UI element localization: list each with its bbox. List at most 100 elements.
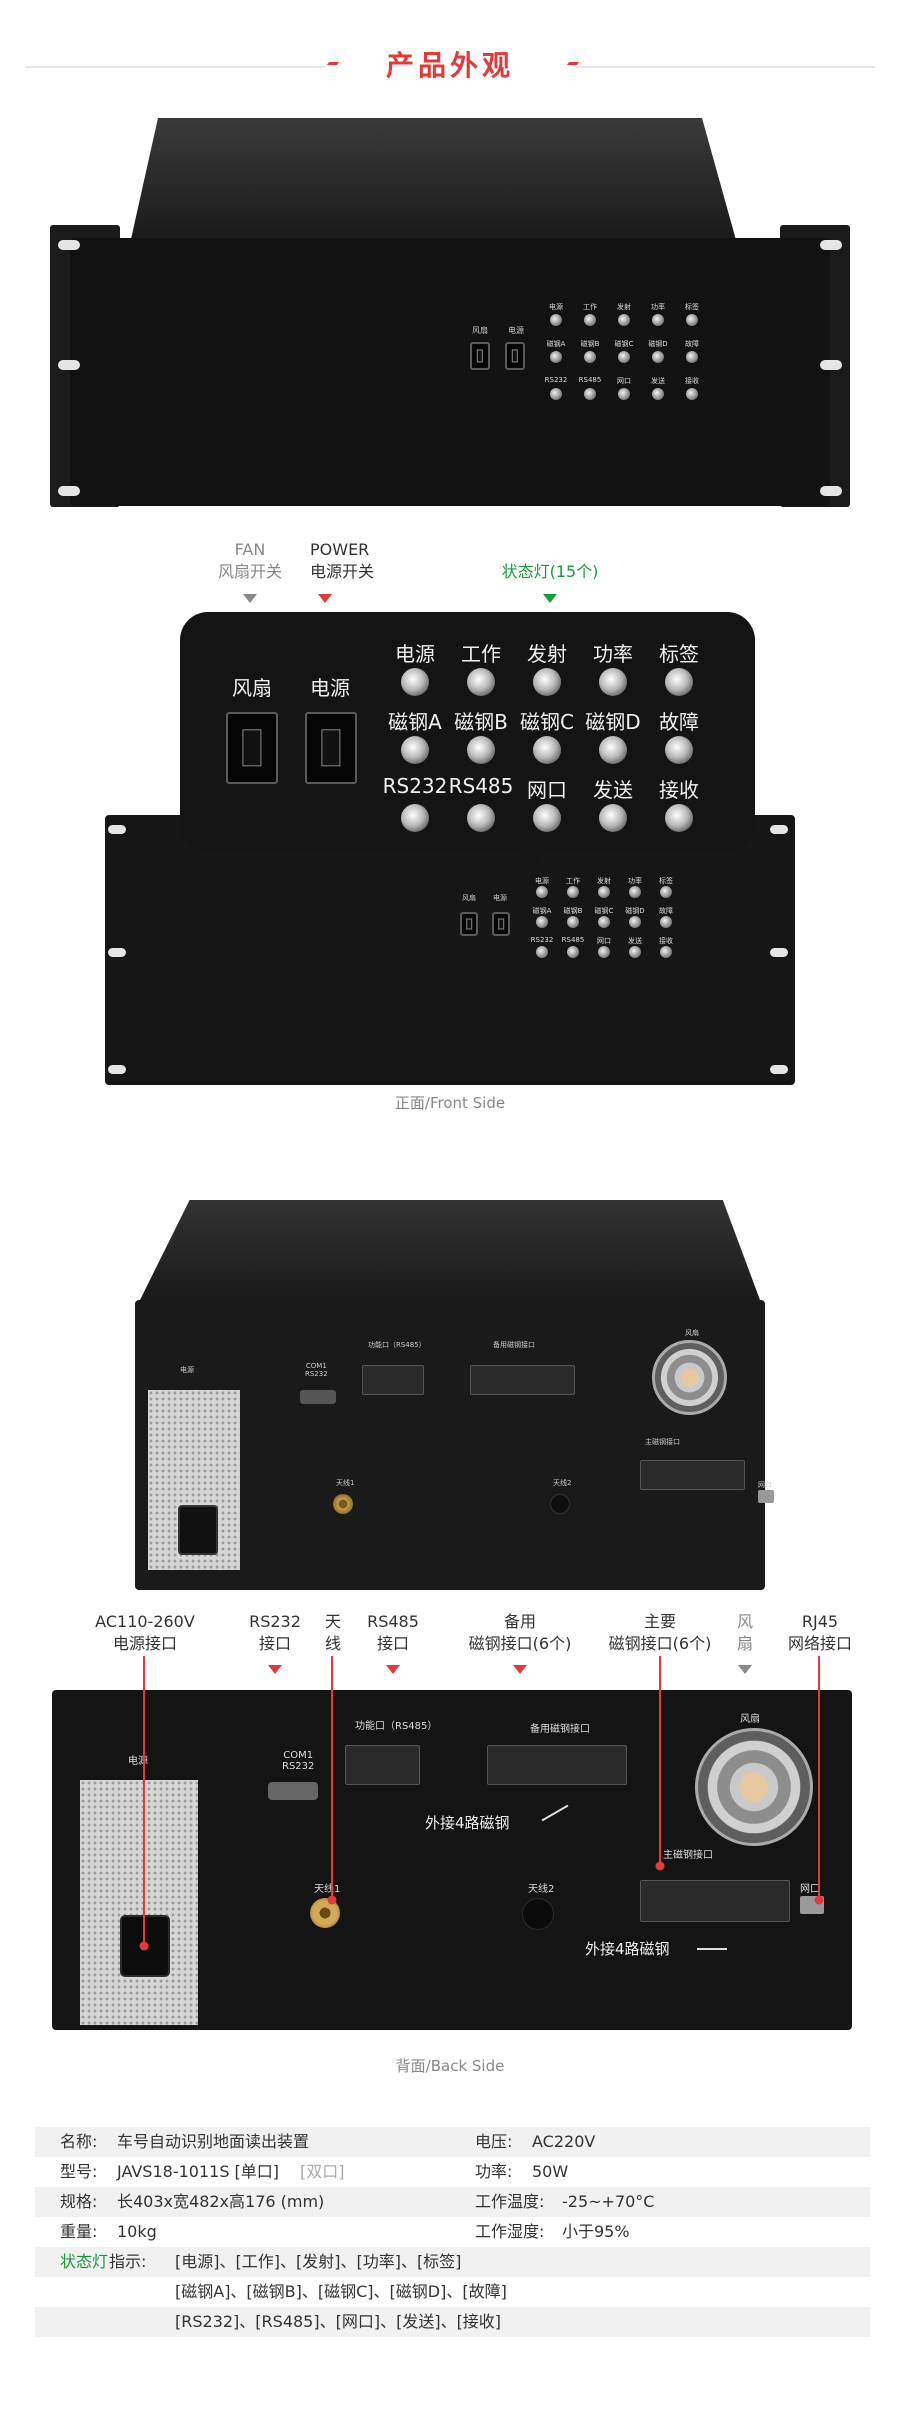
ac-inlet (178, 1505, 218, 1555)
indicator-label: 功率 (628, 877, 642, 885)
rs485-callout-2: 接口 (376, 1634, 409, 1653)
main-port-label-2: 主磁钢接口 (663, 1850, 713, 1861)
temp-label: 工作温度: (475, 2192, 545, 2211)
status-led-icon (467, 668, 495, 696)
power-label: 功率: (475, 2162, 513, 2181)
mount-slot (108, 1065, 126, 1074)
status-led-icon (618, 351, 630, 363)
spec-row: [磁钢A]、[磁钢B]、[磁钢C]、[磁钢D]、[故障] (35, 2277, 870, 2307)
status-led-icon (599, 668, 627, 696)
power-switch-label-small-2: 电源 (493, 894, 507, 902)
fan-callout-cn: 风扇开关 (217, 562, 282, 581)
front-caption: 正面/Front Side (394, 1094, 506, 1112)
psu-label: 电源 (180, 1366, 194, 1374)
status-led-icon (467, 736, 495, 764)
main-callout-1: 主要 (643, 1612, 676, 1631)
voltage-value: AC220V (532, 2132, 596, 2151)
status-led-icon (665, 804, 693, 832)
status-led-icon (652, 388, 664, 400)
spare-terminal-block (470, 1365, 575, 1395)
antenna2-cover-2 (522, 1898, 554, 1930)
status-callout-cn: 状态灯(15个) (501, 562, 599, 581)
size-value: 长403x宽482x高176 (mm) (117, 2192, 325, 2211)
main-terminal-block (640, 1460, 745, 1490)
rs232-callout-2: 接口 (258, 1634, 291, 1653)
func-terminal-block-2 (345, 1745, 420, 1785)
status-led-icon (599, 736, 627, 764)
rj45-port (758, 1490, 774, 1503)
indicator-label: RS485 (561, 936, 585, 944)
fan-switch-small (470, 342, 490, 370)
status-led-icon (665, 736, 693, 764)
status-line-1: [电源]、[工作]、[发射]、[功率]、[标签] (175, 2252, 462, 2271)
antenna1-label-2: 天线1 (314, 1884, 341, 1895)
model-value: JAVS18-1011S [单口] (117, 2162, 280, 2181)
ac-pointer-dot (139, 1941, 149, 1951)
status-led-icon (467, 804, 495, 832)
indicator-label: 网口 (527, 778, 567, 802)
status-led-icon (629, 886, 641, 898)
back-caption: 背面/Back Side (395, 2057, 505, 2075)
indicator-label: 工作 (583, 303, 597, 311)
indicator-label: 磁钢D (585, 710, 641, 734)
status-led-icon (536, 916, 548, 928)
indicator-label: 网口 (617, 377, 631, 385)
power-switch-small-2 (492, 912, 510, 936)
rj45-pointer-line (818, 1656, 820, 1901)
status-led-icon (660, 946, 672, 958)
status-led-icon (567, 916, 579, 928)
fan-back-callout-arrow (738, 1665, 752, 1674)
indicator-label: 工作 (566, 877, 580, 885)
humidity-label: 工作湿度: (475, 2222, 545, 2241)
status-line-3: [RS232]、[RS485]、[网口]、[发送]、[接收] (175, 2312, 502, 2331)
rj45-pointer-dot (814, 1895, 824, 1905)
indicator-label: 接收 (659, 937, 673, 945)
status-led-icon (533, 736, 561, 764)
status-label-green: 状态灯 (60, 2252, 109, 2271)
status-line-2: [磁钢A]、[磁钢B]、[磁钢C]、[磁钢D]、[故障] (175, 2282, 507, 2301)
func-port-label: 功能口（RS485） (368, 1341, 426, 1349)
main-callout-2: 磁钢接口(6个) (608, 1634, 712, 1653)
voltage-label: 电压: (475, 2132, 513, 2151)
fan-callout-en: FAN (234, 540, 266, 559)
status-led-icon (686, 314, 698, 326)
mount-slot (58, 360, 80, 370)
model-alt: [双口] (300, 2162, 345, 2181)
status-led-icon (660, 886, 672, 898)
fan-callout-arrow (243, 594, 257, 603)
ac-callout-2: 电源接口 (112, 1634, 177, 1653)
indicator-label: 工作 (461, 642, 501, 666)
status-led-icon (665, 668, 693, 696)
com-label-2: COM1 RS232 (282, 1750, 315, 1772)
indicator-label: RS232 (382, 774, 448, 798)
indicator-label: 标签 (659, 877, 673, 885)
antenna-callout-2: 线 (324, 1634, 341, 1653)
zoom-pointer (520, 850, 548, 868)
antenna2-label-2: 天线2 (528, 1884, 555, 1895)
power-callout-en: POWER (310, 540, 370, 559)
indicator-label: RS232 (530, 936, 554, 944)
indicator-label: 磁钢B (563, 907, 583, 915)
status-led-icon (686, 388, 698, 400)
status-led-icon (533, 668, 561, 696)
status-led-icon (401, 736, 429, 764)
indicator-label: 磁钢A (546, 340, 566, 348)
mount-slot (770, 825, 788, 834)
spare-port-label-2: 备用磁钢接口 (530, 1724, 590, 1735)
header-line-right (575, 66, 875, 68)
indicator-label: 发射 (527, 642, 567, 666)
indicator-label: 磁钢D (648, 340, 668, 348)
fan-switch-large (226, 712, 278, 784)
antenna1-label: 天线1 (336, 1479, 355, 1487)
mount-slot (820, 360, 842, 370)
indicator-label: 网口 (597, 937, 611, 945)
net-port-label: 网口 (758, 1481, 772, 1489)
ac-inlet-2 (120, 1915, 170, 1977)
mount-slot (108, 825, 126, 834)
spare-callout-arrow (513, 1665, 527, 1674)
indicator-label: 磁钢A (388, 710, 442, 734)
indicator-label: 磁钢C (520, 710, 574, 734)
indicator-label: 接收 (685, 377, 699, 385)
power-callout-arrow (318, 594, 332, 603)
main-terminal-block-2 (640, 1880, 790, 1922)
